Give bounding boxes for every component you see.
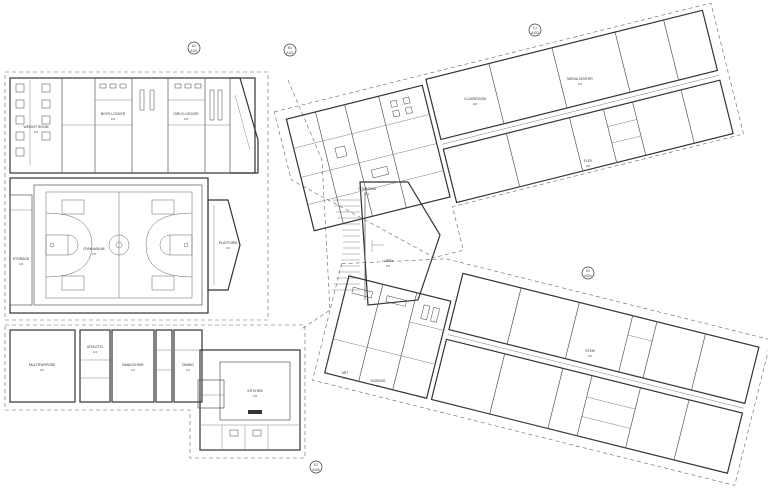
room-label-media: MEDIA CENTER bbox=[567, 77, 593, 81]
room-num-multipurpose: 120 bbox=[40, 368, 45, 372]
room-label-lobby: LOBBY bbox=[382, 259, 394, 263]
svg-text:A102: A102 bbox=[286, 51, 294, 55]
svg-text:A101: A101 bbox=[190, 49, 198, 53]
room-num-storage-gym: 103 bbox=[19, 262, 24, 266]
svg-text:E1: E1 bbox=[314, 463, 318, 467]
room-num-science: 171 bbox=[376, 384, 381, 388]
svg-text:C1: C1 bbox=[533, 26, 537, 30]
shower-fixtures bbox=[15, 80, 51, 165]
room-num-media: 160 bbox=[578, 82, 583, 86]
south-classroom-wing bbox=[312, 258, 768, 486]
room-num-commons: 151 bbox=[365, 192, 370, 196]
section-tag-a: A1 A101 bbox=[187, 41, 201, 55]
room-label-band: BAND/CHOIR bbox=[122, 363, 144, 367]
room-label-kitchen: KITCHEN bbox=[248, 389, 263, 393]
room-label-commons: COMMONS bbox=[358, 187, 377, 191]
room-label-art: ART bbox=[342, 371, 349, 375]
section-tag-b: B1 A102 bbox=[283, 43, 297, 57]
room-label-classroom: CLASSROOM bbox=[464, 97, 486, 101]
room-label-athletic: ATHLETIC bbox=[87, 345, 104, 349]
room-num-locker-boys: 104 bbox=[111, 117, 116, 121]
room-num-kitchen: 130 bbox=[253, 394, 258, 398]
room-label-flex: FLEX bbox=[584, 159, 593, 163]
lavatory-fixtures bbox=[99, 83, 223, 121]
room-num-lobby: 150 bbox=[386, 264, 391, 268]
room-label-platform: PLATFORM bbox=[219, 241, 237, 245]
room-num-band: 121 bbox=[131, 368, 136, 372]
room-label-multipurpose: MULTIPURPOSE bbox=[29, 363, 56, 367]
room-label-science: SCIENCE bbox=[370, 379, 386, 383]
west-wing bbox=[4, 71, 306, 459]
locker-zone-outline bbox=[9, 77, 256, 174]
room-num-classroom: 200 bbox=[473, 102, 478, 106]
room-num-flex: 180 bbox=[586, 164, 591, 168]
room-num-athletic: 122 bbox=[93, 350, 98, 354]
room-labels: GYMNASIUM 100 PLATFORM 101 BOYS LOCKER 1… bbox=[13, 77, 595, 398]
svg-text:A1: A1 bbox=[192, 44, 196, 48]
bleacher-lines bbox=[332, 199, 360, 291]
room-label-dining: DINING bbox=[182, 363, 194, 367]
room-num-locker-girls: 105 bbox=[184, 117, 189, 121]
north-classroom-wing bbox=[273, 2, 744, 258]
room-label-locker-girls: GIRLS LOCKER bbox=[173, 112, 199, 116]
svg-text:D1: D1 bbox=[586, 269, 590, 273]
section-tags: A1 A101 B1 A102 C1 A103 D1 A104 E1 A105 bbox=[187, 23, 595, 474]
room-num-gym: 100 bbox=[92, 252, 97, 256]
room-label-locker-boys: BOYS LOCKER bbox=[101, 112, 126, 116]
room-label-storage-gym: STORAGE bbox=[13, 257, 30, 261]
svg-text:A103: A103 bbox=[531, 31, 539, 35]
svg-text:A105: A105 bbox=[312, 468, 320, 472]
room-num-dining: 131 bbox=[186, 368, 191, 372]
room-label-stem: STEM bbox=[585, 349, 595, 353]
section-tag-e: E1 A105 bbox=[309, 460, 323, 474]
room-label-gym: GYMNASIUM bbox=[84, 247, 105, 251]
room-label-weight: WEIGHT ROOM bbox=[24, 125, 49, 129]
svg-text:A104: A104 bbox=[584, 274, 592, 278]
room-num-stem: 181 bbox=[588, 354, 593, 358]
room-num-platform: 101 bbox=[226, 246, 231, 250]
section-tag-d: D1 A104 bbox=[581, 266, 595, 280]
south-annex-boundary-dashed bbox=[4, 324, 306, 459]
basketball-court bbox=[45, 191, 193, 299]
section-tag-c: C1 A103 bbox=[528, 23, 542, 37]
room-num-art: 170 bbox=[343, 376, 348, 380]
svg-text:B1: B1 bbox=[288, 46, 292, 50]
west-boundary-dashed bbox=[4, 71, 269, 321]
room-num-weight: 102 bbox=[34, 130, 39, 134]
